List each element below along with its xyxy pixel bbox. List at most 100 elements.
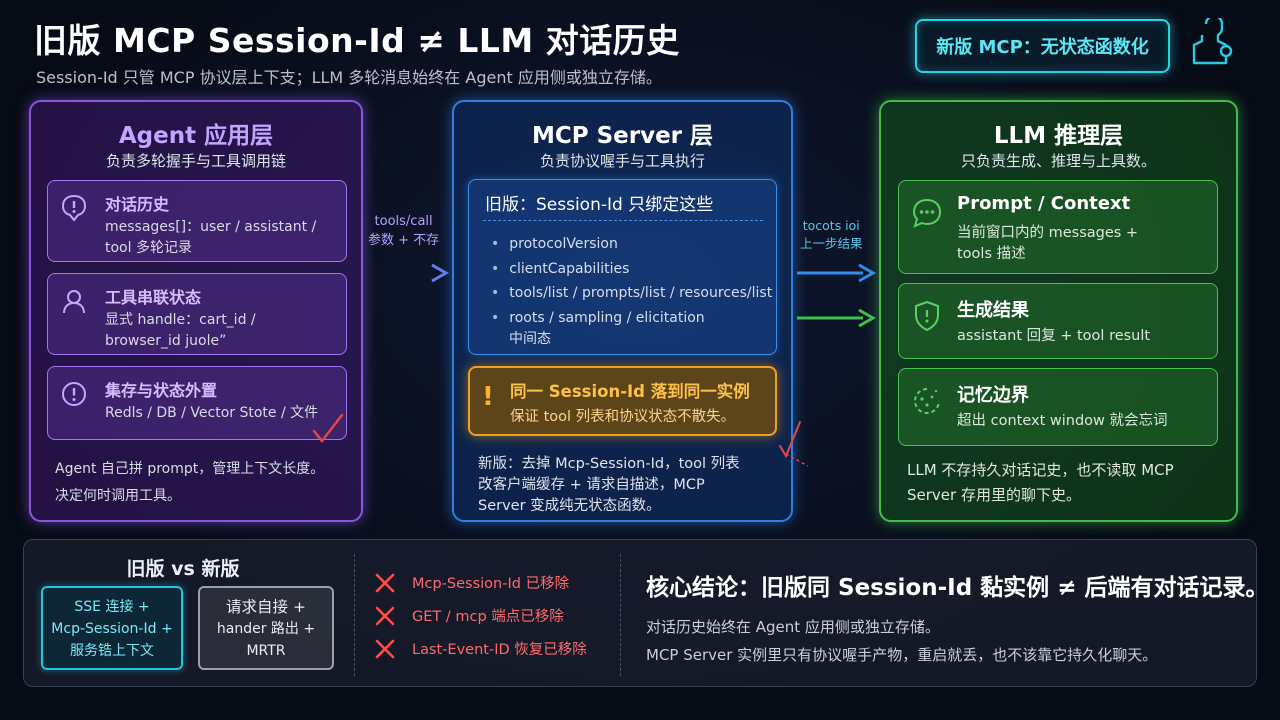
fading-memory-icon bbox=[914, 388, 940, 414]
llm-card-generation-result: 生成结果 assistant 回复 + tool result bbox=[898, 283, 1218, 359]
arrow-label-line: 上一步结果 bbox=[800, 236, 863, 251]
session-binding-box: 旧版：Session-Id 只绑定这些 protocolVersion clie… bbox=[468, 179, 777, 355]
version-compare-title: 旧版 vs 新版 bbox=[126, 558, 240, 580]
card-body: Redls / DB / Vector Stote / 文件 bbox=[105, 403, 318, 424]
mcp-footer-note: 新版：去掉 Mcp-Session-Id，tool 列表 改客户端缓存 + 请求… bbox=[478, 454, 740, 517]
old-version-line: 服务锆上下文 bbox=[70, 643, 154, 659]
arrow-label-line: 参数 + 不存 bbox=[368, 233, 440, 248]
llm-card-prompt-context: Prompt / Context 当前窗口内的 messages + tools… bbox=[898, 180, 1218, 274]
exclamation-icon: ! bbox=[482, 382, 494, 412]
core-conclusion-title: 核心结论：旧版同 Session-Id 黏实例 ≠ 后端有对话记录。 bbox=[646, 575, 1269, 601]
result-arrow bbox=[797, 308, 877, 328]
user-icon bbox=[63, 290, 85, 314]
footer-line: Server 存用里的聊下史。 bbox=[907, 486, 1081, 504]
llm-layer-title: LLM 推理层 bbox=[993, 123, 1124, 149]
card-line: tools 描述 bbox=[957, 246, 1026, 262]
card-title: Prompt / Context bbox=[957, 193, 1131, 214]
new-version-line: 请求自接 + bbox=[226, 598, 306, 616]
agent-layer-subtitle: 负责多轮握手与工具调用链 bbox=[105, 152, 286, 170]
list-item: clientCapabilities bbox=[491, 257, 772, 282]
page-subtitle: Session-Id 只管 MCP 协议层上下支；LLM 多轮消息始终在 Age… bbox=[36, 68, 662, 87]
footer-line: 改客户端缓存 + 请求自描述，MCP bbox=[478, 477, 705, 493]
new-version-box: 请求自接 + hander 路出 + MRTR bbox=[198, 586, 334, 670]
llm-layer-subtitle: 只负责生成、推理与上具数。 bbox=[960, 152, 1156, 170]
removed-item: GET / mcp 端点已移除 bbox=[374, 599, 587, 632]
agent-card-history: 对话历史 messages[]：user / assistant / tool … bbox=[47, 180, 347, 262]
removed-item-label: GET / mcp 端点已移除 bbox=[412, 609, 564, 625]
divider bbox=[620, 554, 621, 676]
arrow-label-line: tocots ioi bbox=[802, 218, 860, 233]
new-version-line: MRTR bbox=[246, 643, 286, 659]
footer-line: Agent 自己拼 prompt，管理上下文长度。 bbox=[55, 461, 325, 477]
footer-line: 新版：去掉 Mcp-Session-Id，tool 列表 bbox=[478, 456, 740, 472]
card-body: 当前窗口内的 messages + tools 描述 bbox=[957, 223, 1138, 265]
cross-icon bbox=[375, 606, 395, 625]
card-body: assistant 回复 + tool result bbox=[957, 328, 1151, 344]
card-title: 对话历史 bbox=[105, 195, 170, 214]
page-title: 旧版 MCP Session-Id ≠ LLM 对话历史 bbox=[34, 21, 680, 60]
agent-footer-note: Agent 自己拼 prompt，管理上下文长度。 决定何时调用工具。 bbox=[55, 456, 324, 510]
list-item-continuation: 中间态 bbox=[509, 331, 551, 347]
alert-circle-icon bbox=[62, 382, 86, 406]
warning-body: 保证 tool 列表和协议状态不散失。 bbox=[510, 409, 736, 425]
agent-layer-panel: Agent 应用层 负责多轮握手与工具调用链 对话历史 messages[]：u… bbox=[29, 100, 363, 522]
cross-icon bbox=[375, 639, 395, 658]
card-title: 工具串联状态 bbox=[105, 288, 202, 307]
llm-footer-note: LLM 不存持久对话记史，也不读取 MCP Server 存用里的聊下史。 bbox=[907, 458, 1174, 508]
shield-icon bbox=[915, 300, 939, 332]
card-line: 当前窗口内的 messages + bbox=[957, 225, 1139, 241]
removed-item-label: Last-Event-ID 恢复已移除 bbox=[412, 642, 587, 658]
new-version-badge: 新版 MCP：无状态函数化 bbox=[915, 19, 1170, 73]
agent-layer-title: Agent 应用层 bbox=[118, 123, 274, 149]
removed-features-list: Mcp-Session-Id 已移除 GET / mcp 端点已移除 Last-… bbox=[374, 566, 587, 665]
chat-bubble-icon bbox=[912, 198, 942, 228]
agent-card-tool-chain: 工具串联状态 显式 handle：cart_id / browser_id ju… bbox=[47, 273, 347, 355]
checkmark-icon bbox=[779, 421, 809, 467]
card-title: 记忆边界 bbox=[957, 385, 1029, 406]
card-line: Redls / DB / Vector Stote / 文件 bbox=[105, 405, 319, 421]
card-line: tool 多轮记录 bbox=[105, 240, 192, 256]
card-body: messages[]：user / assistant / tool 多轮记录 bbox=[105, 217, 316, 259]
card-title: 生成结果 bbox=[957, 300, 1029, 321]
removed-item-label: Mcp-Session-Id 已移除 bbox=[412, 576, 570, 592]
comparison-summary-panel: 旧版 vs 新版 SSE 连接 + Mcp-Session-Id + 服务锆上下… bbox=[23, 539, 1268, 687]
card-line: 显式 handle：cart_id / bbox=[105, 312, 256, 328]
agent-card-storage: 集存与状态外置 Redls / DB / Vector Stote / 文件 bbox=[47, 366, 347, 444]
person-node-icon bbox=[1192, 18, 1233, 65]
session-binding-title: 旧版：Session-Id 只绑定这些 bbox=[485, 195, 714, 215]
card-title: 集存与状态外置 bbox=[105, 381, 218, 400]
core-conclusion-line: 对话历史始终在 Agent 应用侧或独立存储。 bbox=[646, 618, 940, 636]
footer-line: 决定何时调用工具。 bbox=[55, 488, 181, 504]
old-version-box: SSE 连接 + Mcp-Session-Id + 服务锆上下文 bbox=[41, 586, 183, 670]
arrow-label-line: tools/call bbox=[374, 214, 433, 229]
list-item: tools/list / prompts/list / resources/li… bbox=[491, 281, 772, 306]
footer-line: Server 变成纯无状态函数。 bbox=[478, 498, 661, 514]
core-conclusion-line: MCP Server 实例里只有协议喔手产物，重启就丢，也不该靠它持久化聊天。 bbox=[646, 646, 1158, 664]
list-item: roots / sampling / elicitation bbox=[491, 306, 772, 331]
removed-item: Mcp-Session-Id 已移除 bbox=[374, 566, 587, 599]
tools-call-label: tools/call 参数 + 不存 bbox=[368, 214, 439, 248]
warning-title: 同一 Session-Id 落到同一实例 bbox=[510, 382, 750, 401]
footer-line: LLM 不存持久对话记史，也不读取 MCP bbox=[907, 461, 1174, 479]
card-body: 显式 handle：cart_id / browser_id juole” bbox=[105, 310, 256, 352]
old-version-line: SSE 连接 + bbox=[74, 599, 150, 615]
same-instance-warning: ! 同一 Session-Id 落到同一实例 保证 tool 列表和协议状态不散… bbox=[468, 366, 777, 436]
session-binding-list: protocolVersion clientCapabilities tools… bbox=[491, 232, 772, 348]
card-line: browser_id juole” bbox=[105, 333, 227, 349]
new-version-line: hander 路出 + bbox=[216, 621, 316, 637]
alert-bubble-icon bbox=[61, 194, 87, 222]
divider bbox=[483, 220, 763, 221]
llm-inference-layer-panel: LLM 推理层 只负责生成、推理与上具数。 Prompt / Context 当… bbox=[879, 100, 1238, 522]
agent-to-mcp-arrow bbox=[366, 263, 450, 283]
llm-card-memory-boundary: 记忆边界 超出 context window 就会忘词 bbox=[898, 368, 1218, 446]
checkmark-icon bbox=[312, 413, 344, 444]
tool-result-label: tocots ioi 上一步结果 bbox=[800, 218, 863, 252]
card-body: 超出 context window 就会忘词 bbox=[957, 413, 1168, 429]
divider bbox=[354, 554, 355, 676]
mcp-layer-subtitle: 负责协议喔手与工具执行 bbox=[539, 152, 705, 170]
mcp-layer-title: MCP Server 层 bbox=[531, 123, 714, 149]
card-line: messages[]：user / assistant / bbox=[105, 219, 317, 235]
mcp-server-layer-panel: MCP Server 层 负责协议喔手与工具执行 旧版：Session-Id 只… bbox=[452, 100, 793, 522]
old-version-line: Mcp-Session-Id + bbox=[51, 621, 173, 637]
mcp-to-llm-arrow bbox=[797, 263, 877, 283]
